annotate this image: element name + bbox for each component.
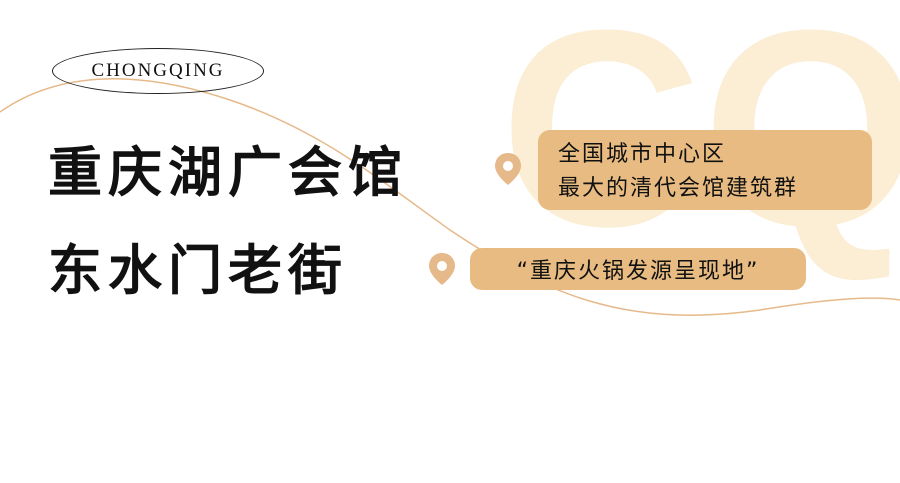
- feature-tag-2-text: “重庆火锅发源呈现地”: [516, 259, 760, 284]
- title-line-2: 东水门老街: [48, 239, 348, 302]
- badge-text: CHONGQING: [91, 60, 225, 81]
- title-line-1: 重庆湖广会馆: [48, 141, 408, 204]
- feature-tag-2: “重庆火锅发源呈现地”: [470, 248, 806, 290]
- city-badge: CHONGQING: [52, 48, 264, 94]
- location-pin-icon: [429, 253, 455, 285]
- location-pin-icon: [495, 153, 521, 185]
- feature-tag-1: 全国城市中心区 最大的清代会馆建筑群: [538, 130, 872, 210]
- feature-tag-1-line-1: 全国城市中心区: [558, 142, 727, 167]
- feature-tag-1-line-2: 最大的清代会馆建筑群: [558, 176, 799, 201]
